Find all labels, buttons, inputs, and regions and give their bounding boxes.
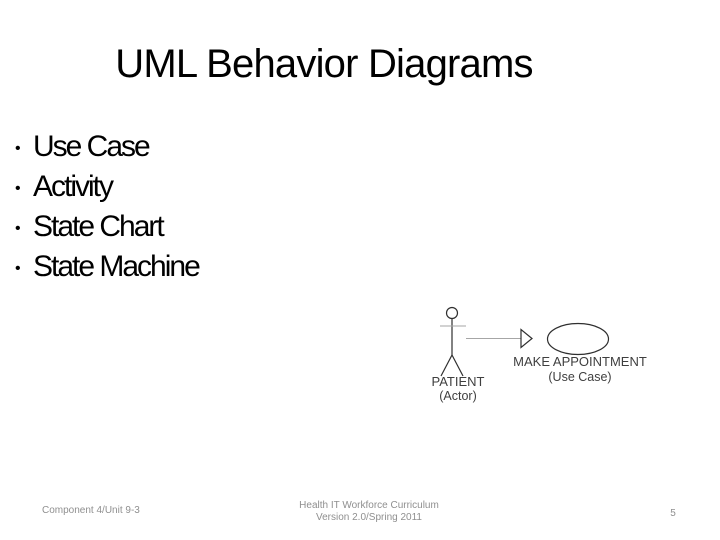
actor-head <box>445 306 459 320</box>
slide-number: 5 <box>670 508 676 519</box>
bullet-item: • State Chart <box>15 207 199 247</box>
actor-name-label: PATIENT <box>431 374 485 389</box>
bullet-icon: • <box>15 180 21 197</box>
bullet-item: • Activity <box>15 167 199 207</box>
actor-stick-figure-icon <box>440 306 466 377</box>
bullet-list: • Use Case • Activity • State Chart • St… <box>15 127 201 287</box>
bullet-icon: • <box>15 220 21 237</box>
use-case-ellipse-icon <box>546 322 610 356</box>
association-arrowhead-icon <box>520 328 533 349</box>
footer-curriculum-line2: Version 2.0/Spring 2011 <box>315 511 422 523</box>
bullet-icon: • <box>15 260 21 277</box>
use-case-name-label: MAKE APPOINTMENT <box>513 354 647 369</box>
bullet-item: • State Machine <box>15 247 201 287</box>
use-case-diagram: MAKE APPOINTMENT (Use Case) PATIENT (Act… <box>420 295 670 410</box>
use-case-type-label: (Use Case) <box>548 370 612 384</box>
bullet-icon: • <box>15 140 21 157</box>
bullet-text: Activity <box>33 170 114 203</box>
slide-title: UML Behavior Diagrams <box>115 42 533 86</box>
actor-right-leg <box>451 354 464 377</box>
actor-left-leg <box>440 354 453 377</box>
bullet-text: Use Case <box>33 130 151 163</box>
bullet-item: • Use Case <box>15 127 199 167</box>
bullet-text: State Chart <box>33 210 165 243</box>
footer-component-unit: Component 4/Unit 9-3 <box>42 505 140 516</box>
footer-curriculum-line1: Health IT Workforce Curriculum <box>299 500 439 511</box>
use-case-diagram-canvas <box>440 306 610 377</box>
footer-curriculum: Health IT Workforce Curriculum Version 2… <box>259 500 479 523</box>
actor-type-label: (Actor) <box>439 389 477 403</box>
bullet-text: State Machine <box>33 250 201 283</box>
